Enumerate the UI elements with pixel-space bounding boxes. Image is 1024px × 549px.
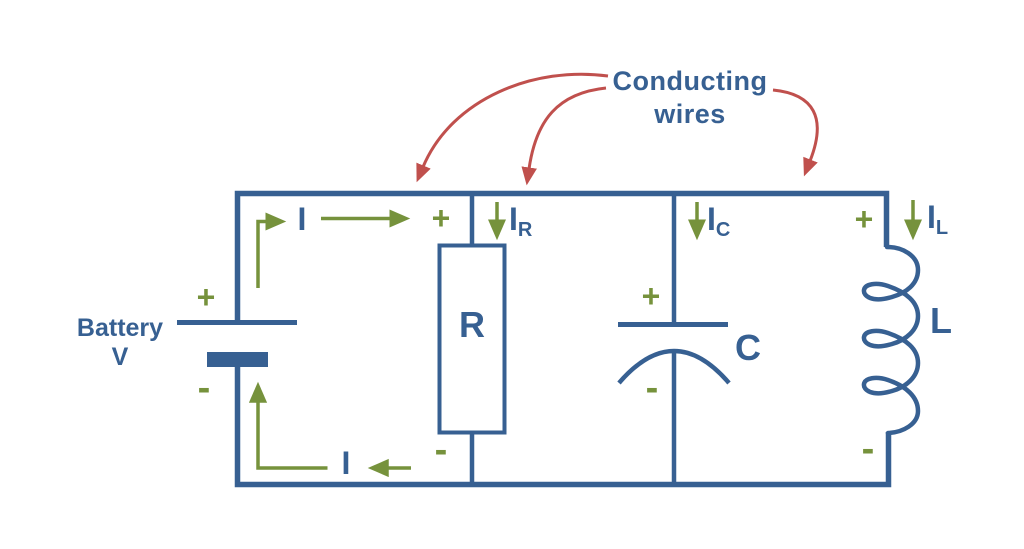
current-direction-arrows-icon <box>248 200 923 478</box>
conducting-wire-callout-arrows-icon <box>416 72 819 186</box>
capacitor-current-main: I <box>707 201 716 237</box>
capacitor-minus-sign: - <box>645 367 659 409</box>
conducting-wires-line1: Conducting <box>612 66 768 96</box>
resistor-current-label: IR <box>509 203 532 246</box>
battery-label: Battery <box>76 314 164 342</box>
battery-voltage-label: V <box>111 343 129 371</box>
battery-minus-sign: - <box>197 367 211 409</box>
resistor-minus-sign: - <box>434 429 448 471</box>
resistor-symbol <box>437 191 507 487</box>
resistor-plus-sign: + <box>431 200 451 236</box>
capacitor-current-label: IC <box>707 203 730 246</box>
capacitor-plus-sign: + <box>641 278 661 314</box>
battery-plus-sign: + <box>196 279 216 315</box>
capacitor-label: C <box>735 327 761 368</box>
conducting-wires-line2: wires <box>654 99 726 129</box>
inductor-coil-symbol <box>861 244 921 436</box>
inductor-current-main: I <box>927 199 936 235</box>
resistor-current-sub: R <box>517 219 533 241</box>
outer-loop-wires <box>234 190 892 488</box>
resistor-label: R <box>459 304 485 345</box>
inductor-label: L <box>930 300 952 341</box>
inductor-current-label: IL <box>927 201 948 244</box>
battery-symbol <box>177 320 297 367</box>
capacitor-current-sub: C <box>715 219 731 241</box>
inductor-plus-sign: + <box>854 201 874 237</box>
resistor-current-main: I <box>509 201 518 237</box>
conducting-wires-label: Conducting wires <box>590 65 790 131</box>
inductor-current-sub: L <box>935 217 949 239</box>
capacitor-symbol <box>617 191 731 487</box>
inductor-minus-sign: - <box>861 428 875 470</box>
loop-current-bottom-label: I <box>341 445 351 481</box>
loop-current-top-label: I <box>297 201 307 237</box>
